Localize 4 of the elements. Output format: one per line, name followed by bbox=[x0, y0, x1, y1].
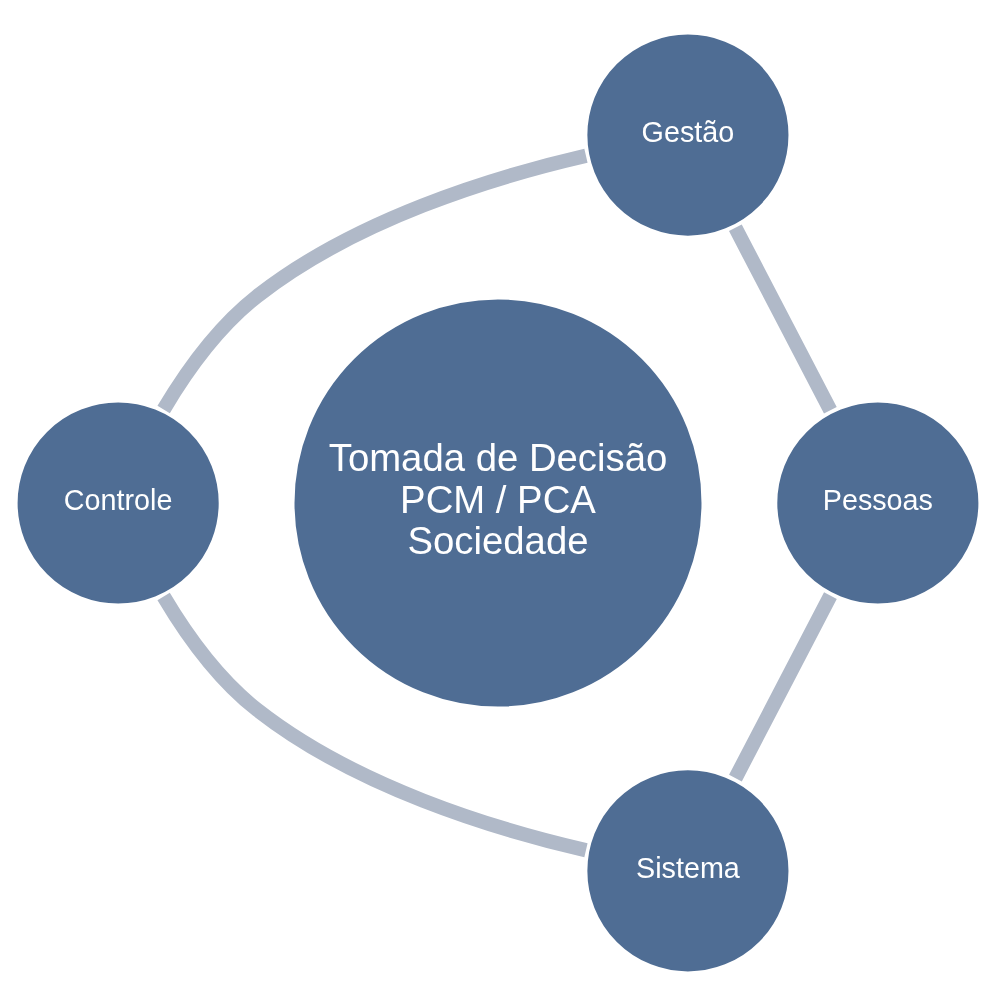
connector bbox=[729, 591, 837, 781]
connector bbox=[157, 148, 588, 413]
connector bbox=[157, 592, 588, 857]
connector bbox=[729, 224, 837, 414]
